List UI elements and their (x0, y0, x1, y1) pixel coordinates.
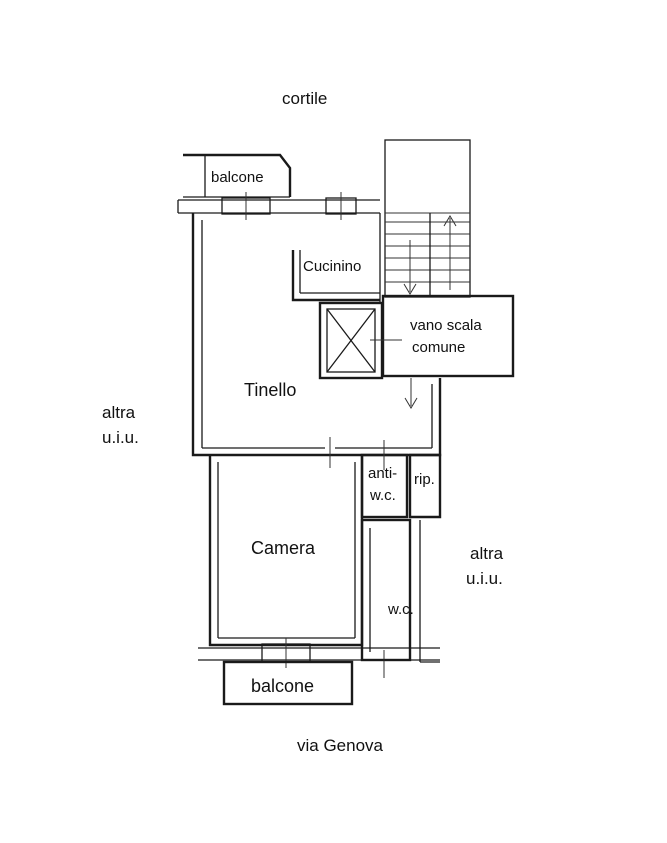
label-altra-left: altra (102, 403, 136, 422)
label-comune: comune (412, 339, 465, 356)
street-facade (198, 638, 440, 668)
room-cucinino: Cucinino (291, 250, 380, 302)
balcony-top: balcone (183, 153, 292, 198)
courtyard-facade (177, 192, 380, 220)
room-wc: w.c. (360, 518, 440, 678)
label-via-genova: via Genova (297, 736, 384, 755)
label-vano-scala: vano scala (410, 317, 482, 334)
label-uiu-right: u.i.u. (466, 569, 503, 588)
label-uiu-left: u.i.u. (102, 428, 139, 447)
label-altra-right: altra (470, 544, 504, 563)
label-cortile: cortile (282, 89, 327, 108)
room-ripostiglio: rip. (408, 453, 442, 519)
label-anti: anti- (368, 465, 397, 482)
label-camera: Camera (251, 538, 316, 558)
label-cucinino: Cucinino (303, 258, 361, 275)
room-tinello: Tinello (191, 213, 442, 468)
label-wc: w.c. (387, 601, 414, 618)
label-balcone-top: balcone (211, 169, 264, 186)
balcony-bottom: balcone (222, 660, 354, 706)
label-antiwc-wc: w.c. (369, 487, 396, 504)
staircase (384, 139, 471, 298)
room-camera: Camera (208, 455, 364, 647)
label-rip: rip. (414, 471, 435, 488)
label-tinello: Tinello (244, 380, 296, 400)
stairwell-landing: vano scala comune (381, 294, 515, 378)
room-antiwc: anti- w.c. (360, 440, 409, 519)
label-balcone-bottom: balcone (251, 676, 314, 696)
